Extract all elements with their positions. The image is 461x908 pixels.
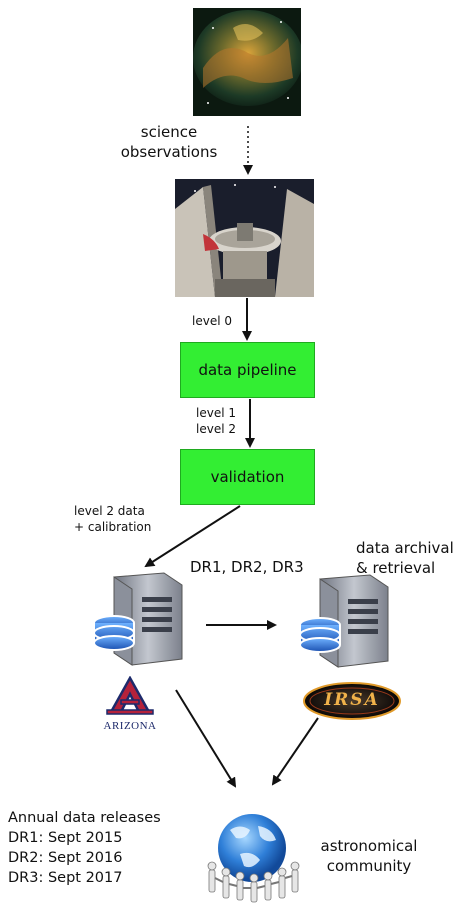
label-dr-list: DR1, DR2, DR3 — [190, 558, 304, 576]
label-level12: level 1 level 2 — [196, 406, 236, 436]
irsa-logo-text: IRSA — [324, 690, 380, 710]
arrow-arizona-community — [175, 689, 237, 788]
label-science-observations: science observations — [120, 123, 218, 161]
label-level2-calibration: level 2 data + calibration — [74, 504, 152, 534]
data-pipeline-box: data pipeline — [180, 342, 315, 398]
release-item: DR3: Sept 2017 — [8, 870, 123, 886]
arrow-irsa-community — [271, 717, 319, 786]
releases-heading: Annual data releases — [8, 810, 161, 826]
label-level0: level 0 — [192, 314, 232, 328]
validation-box: validation — [180, 449, 315, 505]
release-item: DR2: Sept 2016 — [8, 850, 123, 866]
nebula-image — [193, 8, 301, 116]
arizona-server-icon — [92, 571, 188, 667]
arizona-logo-text: ARIZONA — [103, 720, 157, 732]
irsa-server-icon — [298, 573, 394, 669]
arizona-a-icon — [106, 675, 154, 715]
label-astronomical-community: astronomical community — [320, 837, 418, 875]
arizona-logo: ARIZONA — [101, 675, 159, 732]
irsa-logo: IRSA — [302, 681, 402, 721]
label-data-archival: data archival & retrieval — [356, 539, 454, 577]
telescope-image — [175, 179, 314, 297]
annual-releases: Annual data releases DR1: Sept 2015 DR2:… — [8, 808, 161, 888]
release-item: DR1: Sept 2015 — [8, 830, 123, 846]
arrow-to-arizona — [144, 505, 241, 568]
community-globe-icon — [200, 808, 304, 904]
